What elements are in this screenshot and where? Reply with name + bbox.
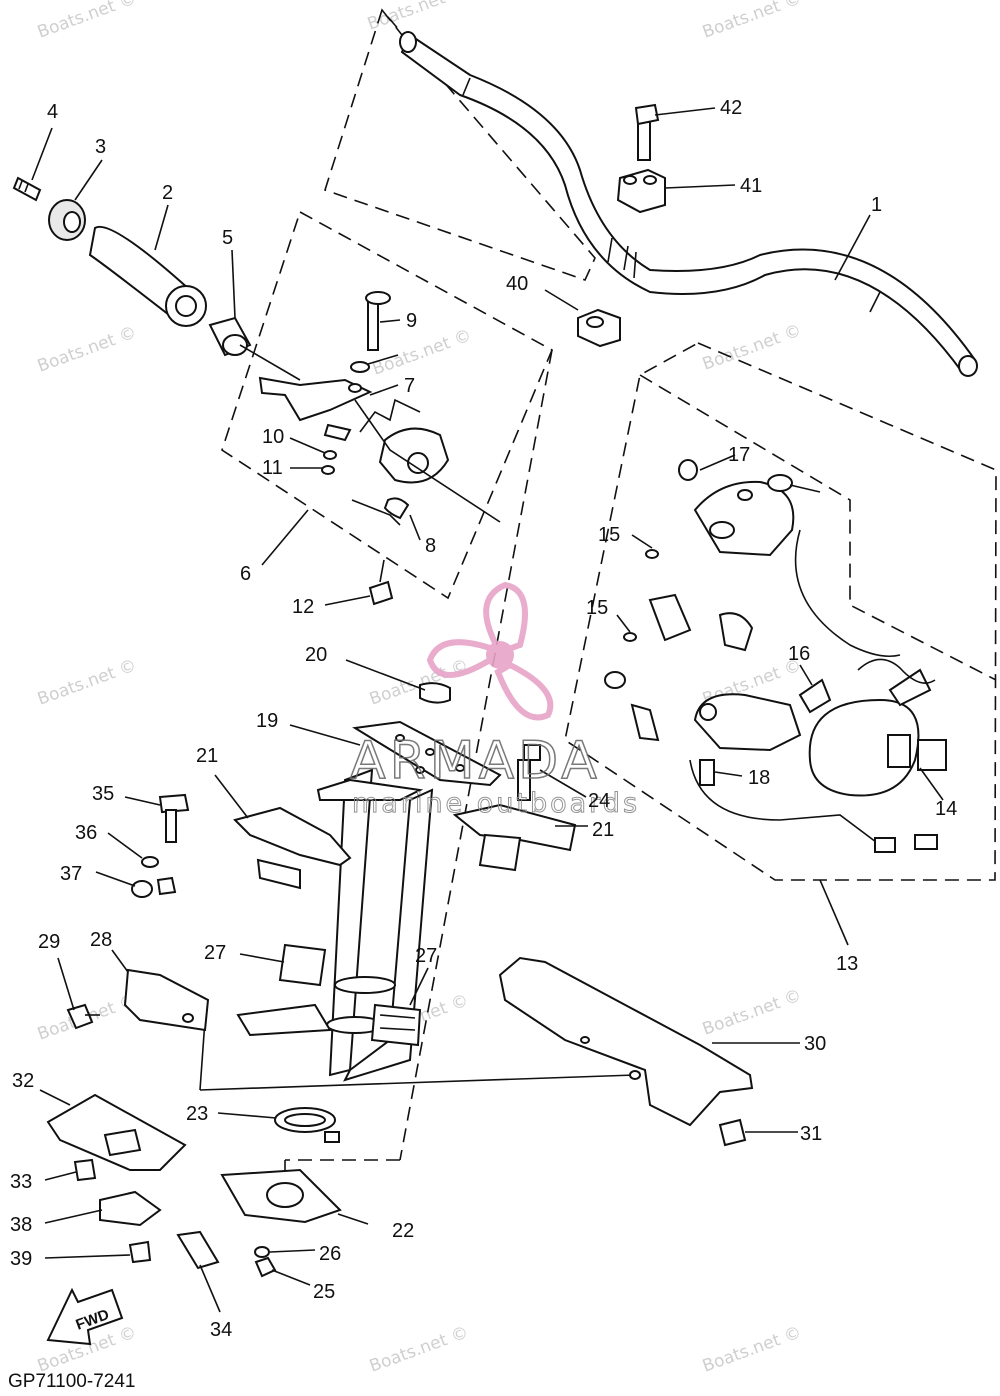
part-label: 10 bbox=[262, 426, 284, 448]
leader-lines bbox=[31, 107, 944, 1313]
part-label: 34 bbox=[210, 1319, 232, 1341]
part-label: 21 bbox=[196, 745, 218, 767]
switch-assembly-outline bbox=[564, 342, 997, 881]
part-label: 2 bbox=[162, 182, 173, 204]
part-label: 15 bbox=[598, 524, 620, 546]
watermark: Boats.net © bbox=[370, 325, 474, 379]
part-label: 42 bbox=[720, 97, 742, 119]
assembly-outlines bbox=[199, 8, 997, 1180]
part-number-labels: 1 2 3 4 5 6 7 8 9 10 11 12 13 14 15 15 1… bbox=[10, 97, 957, 1341]
handlebar-clamps bbox=[577, 103, 666, 348]
brand-tagline: marine outboards bbox=[352, 788, 640, 819]
part-label: 9 bbox=[406, 310, 417, 332]
watermark: Boats.net © bbox=[365, 0, 469, 35]
watermark: Boats.net © bbox=[367, 1322, 471, 1376]
part-label: 40 bbox=[506, 273, 528, 295]
part-label: 1 bbox=[871, 194, 882, 216]
part-label: 5 bbox=[222, 227, 233, 249]
part-label: 20 bbox=[305, 644, 327, 666]
brand-logo: ARMADA marine outboards bbox=[349, 581, 640, 820]
part-label: 11 bbox=[262, 457, 283, 479]
watermark: Boats.net © bbox=[367, 655, 471, 709]
part-label: 4 bbox=[47, 101, 58, 123]
part-label: 30 bbox=[804, 1033, 826, 1055]
part-label: 36 bbox=[75, 822, 97, 844]
part-label: 23 bbox=[186, 1103, 208, 1125]
watermark: Boats.net © bbox=[700, 0, 804, 43]
part-label: 33 bbox=[10, 1171, 32, 1193]
part-label: 18 bbox=[748, 767, 770, 789]
watermark: Boats.net © bbox=[35, 0, 139, 43]
steering-column bbox=[220, 682, 577, 1278]
part-label: 22 bbox=[392, 1220, 414, 1242]
part-label: 29 bbox=[38, 931, 60, 953]
watermark: Boats.net © bbox=[700, 1322, 804, 1376]
part-label: 8 bbox=[425, 535, 436, 557]
part-label: 21 bbox=[592, 819, 614, 841]
part-label: 32 bbox=[12, 1070, 34, 1092]
part-label: 6 bbox=[240, 563, 251, 585]
part-label: 19 bbox=[256, 710, 278, 732]
part-label: 41 bbox=[740, 175, 762, 197]
part-label: 16 bbox=[788, 643, 810, 665]
mounting-bracket bbox=[498, 956, 754, 1147]
part-label: 26 bbox=[319, 1243, 341, 1265]
switch-assembly bbox=[604, 459, 947, 853]
brand-name: ARMADA bbox=[350, 731, 601, 791]
part-label: 39 bbox=[10, 1248, 32, 1270]
handlebar bbox=[399, 31, 978, 377]
part-label: 25 bbox=[313, 1281, 335, 1303]
part-label: 7 bbox=[404, 375, 415, 397]
watermark: Boats.net © bbox=[35, 655, 139, 709]
part-label: 28 bbox=[90, 929, 112, 951]
lower-brackets bbox=[46, 793, 220, 1270]
part-label: 17 bbox=[728, 444, 750, 466]
watermark: Boats.net © bbox=[35, 322, 139, 376]
part-label: 37 bbox=[60, 863, 82, 885]
lever-assembly-outline bbox=[221, 210, 554, 600]
watermark: Boats.net © bbox=[700, 985, 804, 1039]
part-label: 24 bbox=[588, 790, 610, 812]
part-label: 35 bbox=[92, 783, 114, 805]
part-label: 15 bbox=[586, 597, 608, 619]
watermark: Boats.net © bbox=[700, 320, 804, 374]
handlebar-group-outline bbox=[324, 8, 596, 281]
part-label: 3 bbox=[95, 136, 106, 158]
throttle-lever-assembly bbox=[239, 291, 501, 606]
part-label: 27 bbox=[204, 942, 226, 964]
part-label: 38 bbox=[10, 1214, 32, 1236]
grip-parts bbox=[12, 176, 252, 357]
propeller-icon bbox=[426, 581, 554, 721]
part-label: 13 bbox=[836, 953, 858, 975]
part-label: 31 bbox=[800, 1123, 822, 1145]
document-code: GP71100-7241 bbox=[8, 1371, 135, 1392]
part-label: 12 bbox=[292, 596, 314, 618]
part-label: 27 bbox=[415, 945, 437, 967]
part-label: 14 bbox=[935, 798, 957, 820]
